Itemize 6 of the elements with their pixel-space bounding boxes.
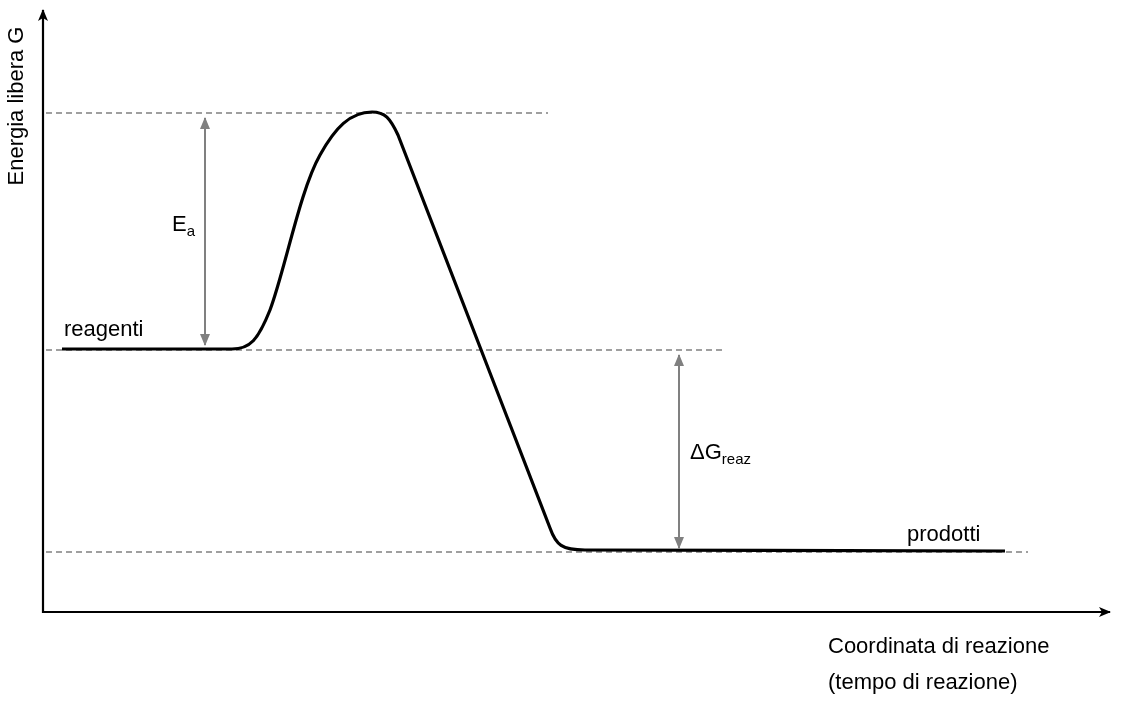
axis-title: Coordinata di reazione (tempo di reazione)	[828, 632, 1051, 696]
curve-label: reagenti	[64, 316, 144, 342]
axis-title: Energia libera G	[3, 26, 29, 186]
dimension-label: E$_{a}$	[172, 211, 196, 237]
dimension-label: ΔG$_{reaz}$	[690, 439, 751, 465]
curve-label: prodotti	[907, 521, 981, 547]
